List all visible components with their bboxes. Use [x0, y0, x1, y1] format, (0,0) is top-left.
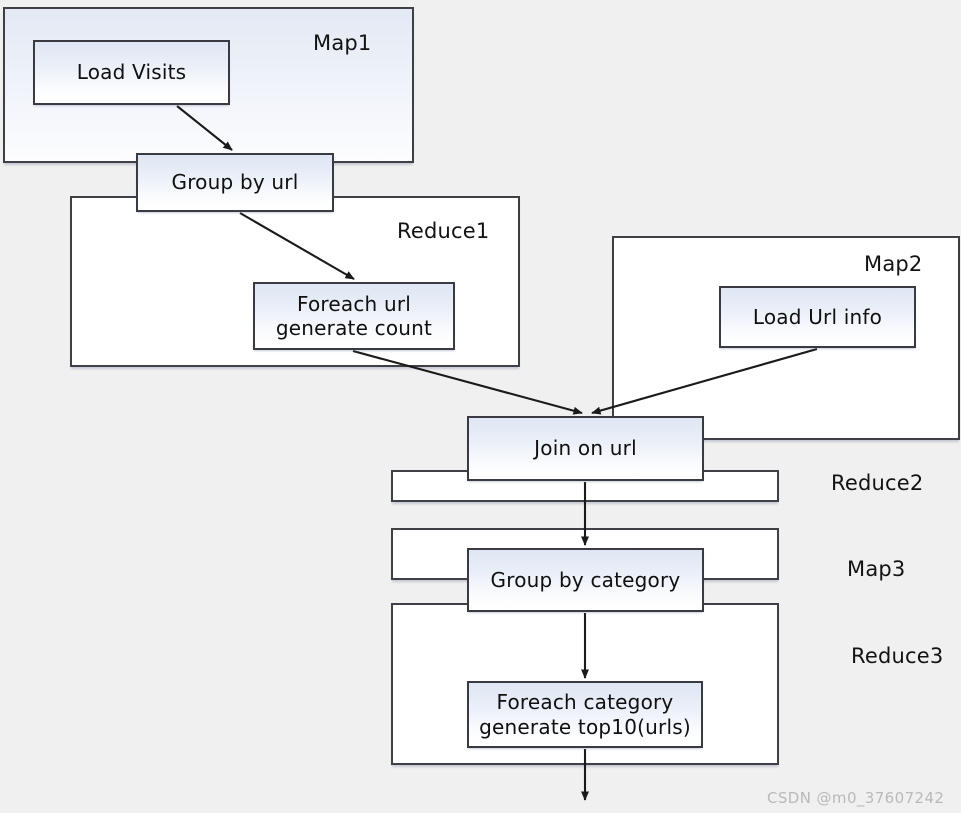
op-box-load-url-info[interactable]: Load Url info	[719, 286, 916, 348]
op-label-group-by-url: Group by url	[171, 170, 299, 195]
op-box-foreach-category-generate-top10[interactable]: Foreach category generate top10(urls)	[467, 681, 703, 748]
phase-label-reduce1: Reduce1	[397, 219, 490, 243]
op-box-group-by-category[interactable]: Group by category	[467, 548, 704, 612]
op-box-join-on-url[interactable]: Join on url	[467, 416, 704, 481]
op-label-load-url-info: Load Url info	[752, 304, 883, 329]
op-label-foreach-url-generate-count: Foreach url generate count	[275, 291, 433, 340]
op-box-foreach-url-generate-count[interactable]: Foreach url generate count	[253, 282, 455, 350]
op-box-group-by-url[interactable]: Group by url	[136, 153, 334, 212]
phase-label-map2: Map2	[864, 252, 923, 276]
op-label-group-by-category: Group by category	[490, 567, 681, 592]
phase-label-map1: Map1	[313, 31, 372, 55]
op-label-foreach-category-generate-top10: Foreach category generate top10(urls)	[479, 690, 691, 739]
phase-label-reduce3: Reduce3	[851, 644, 944, 668]
phase-label-reduce2: Reduce2	[831, 471, 924, 495]
csdn-watermark: CSDN @m0_37607242	[767, 789, 945, 807]
op-box-load-visits[interactable]: Load Visits	[33, 40, 230, 105]
op-label-load-visits: Load Visits	[76, 60, 187, 85]
phase-label-map3: Map3	[847, 557, 906, 581]
op-label-join-on-url: Join on url	[534, 436, 637, 461]
